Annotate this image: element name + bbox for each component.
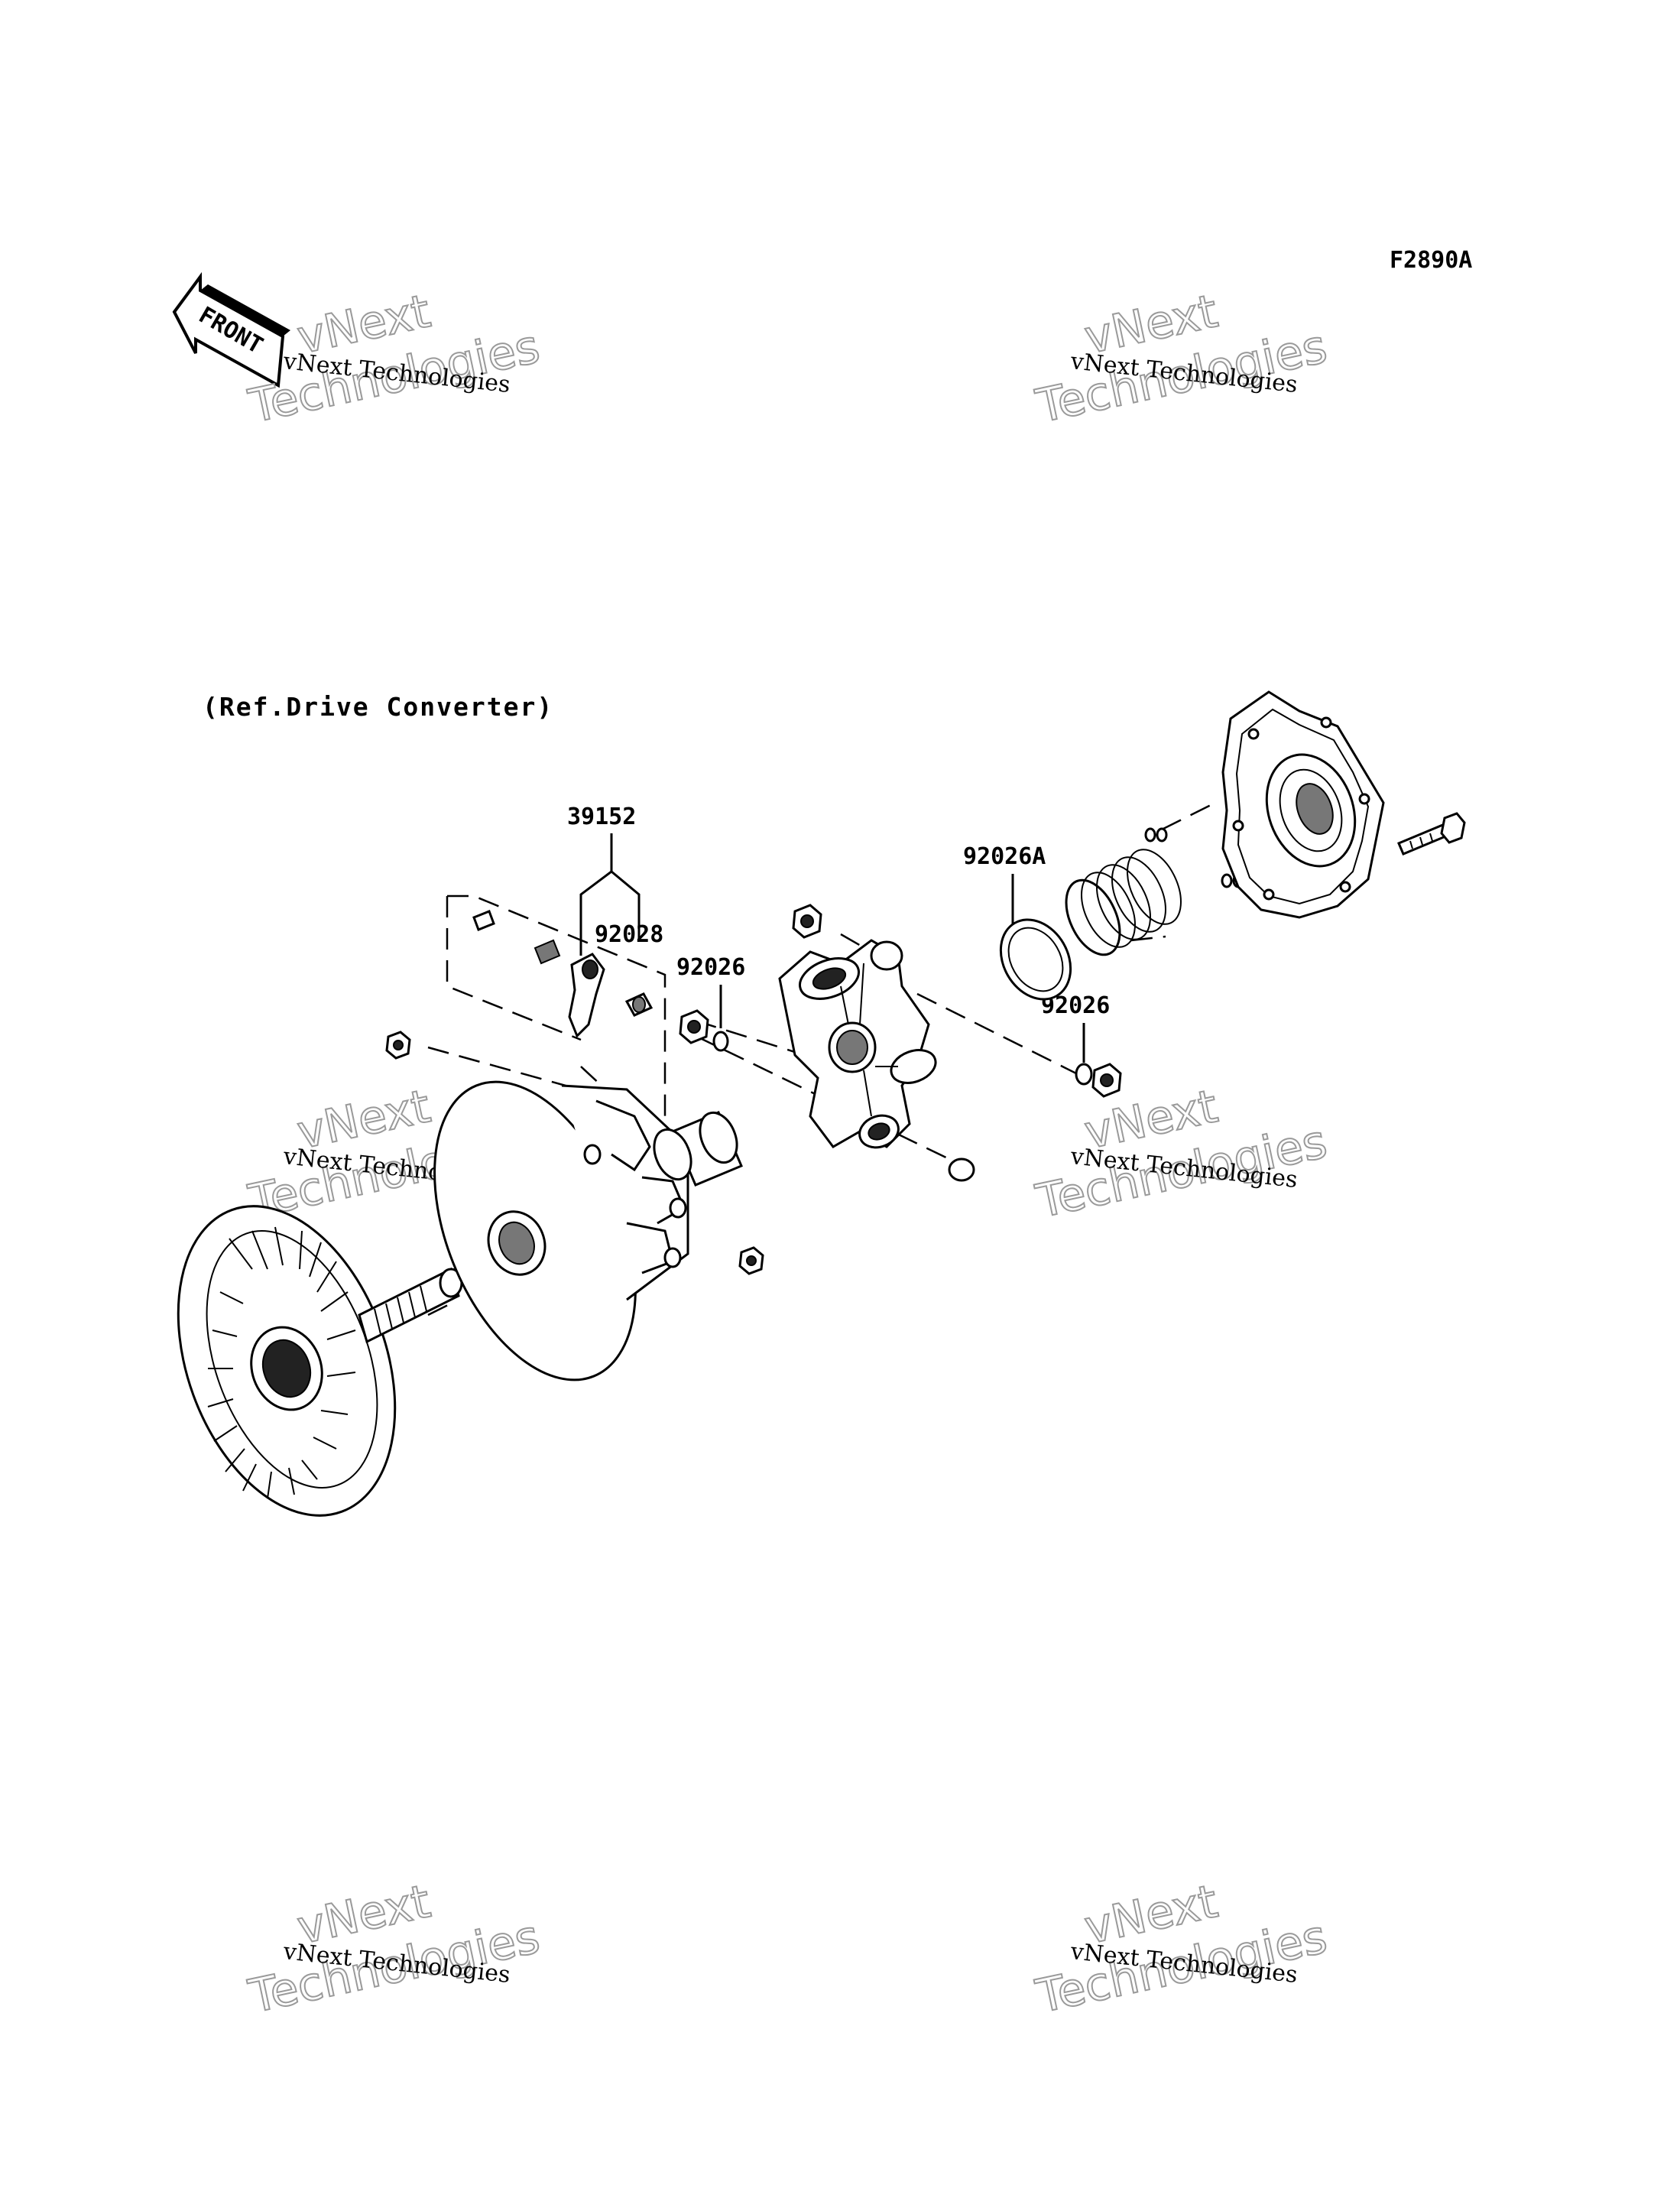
- cover: [1221, 690, 1385, 919]
- leader-39152-b: [611, 870, 641, 940]
- bolt: [1397, 812, 1466, 855]
- nut-92026-left: [679, 1009, 709, 1044]
- spring: [1065, 849, 1182, 956]
- nut-92026-right: [1091, 1063, 1122, 1098]
- nut-left: [385, 1031, 411, 1060]
- shim-92026A: [999, 918, 1072, 1001]
- watermark-mid-right: vNext Technologies: [1030, 1079, 1332, 1229]
- washer-92026-right: [1075, 1063, 1093, 1086]
- bushing-92028: [624, 992, 654, 1017]
- bushing: [653, 1111, 743, 1187]
- spider: [778, 939, 937, 1149]
- pin-and-bolt: [472, 910, 561, 965]
- part-label-39152: 39152: [567, 804, 636, 830]
- weight-arm-39152: [568, 953, 605, 1038]
- nut-lower: [738, 1246, 764, 1275]
- drawing-code: F2890A: [1390, 247, 1472, 274]
- part-label-92026A: 92026A: [963, 843, 1046, 870]
- nut-spider-top: [792, 904, 822, 939]
- front-arrow-icon: FRONT: [172, 271, 290, 388]
- leader-39152: [579, 833, 613, 956]
- washer-92026-left: [712, 1031, 729, 1052]
- part-label-92028: 92028: [595, 921, 663, 948]
- part-label-92026-left: 92026: [676, 954, 745, 981]
- cap-lower: [948, 1157, 975, 1182]
- watermark-top-right: vNext Technologies: [1030, 284, 1332, 434]
- watermark-bottom-left: vNext Technologies: [243, 1874, 545, 2024]
- fixed-sheave: [177, 1205, 463, 1517]
- reference-note: (Ref.Drive Converter): [203, 692, 553, 722]
- watermark-bottom-right: vNext Technologies: [1030, 1874, 1332, 2024]
- movable-sheave: [433, 1080, 689, 1381]
